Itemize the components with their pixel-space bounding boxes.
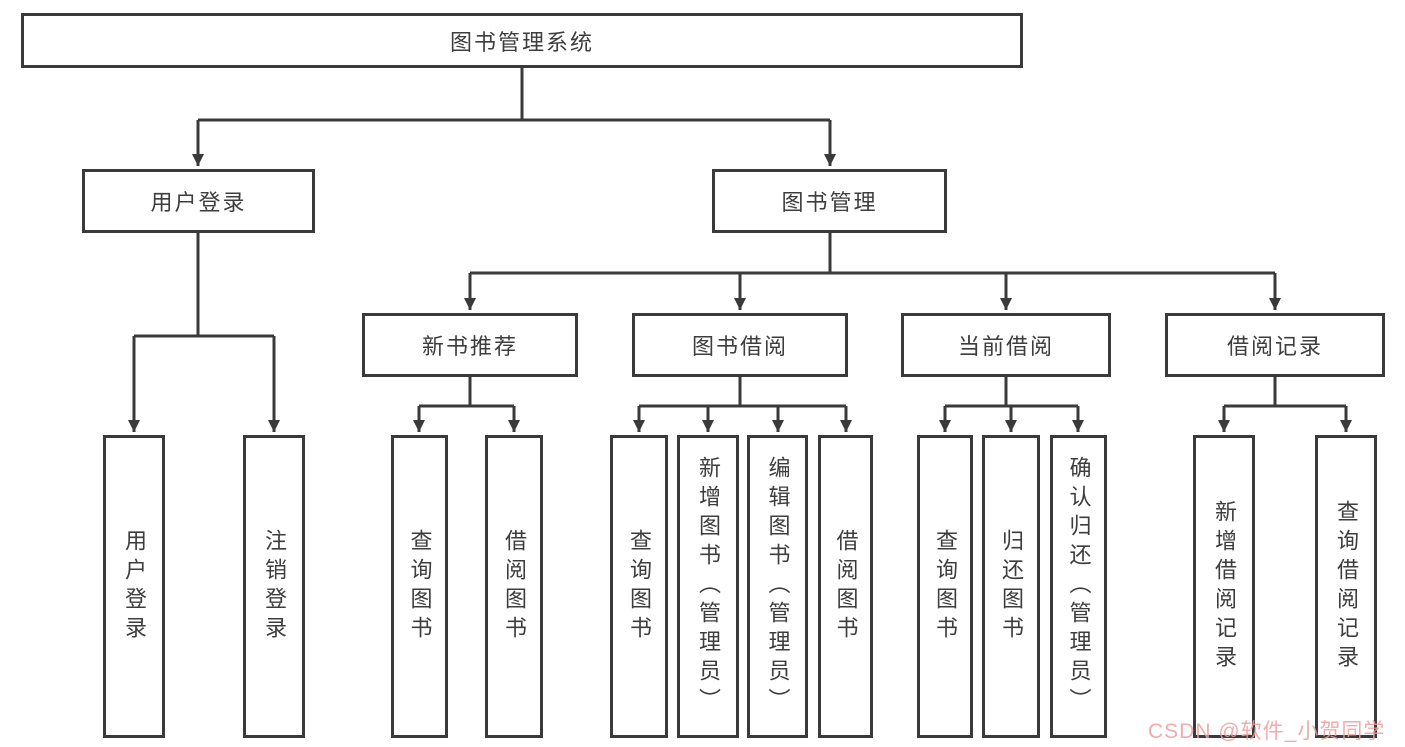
node-root-system: 图书管理系统 — [21, 13, 1023, 68]
leaf-borrow-query-books: 查询图书 — [610, 435, 668, 738]
connector-new-book — [413, 377, 520, 432]
csdn-watermark: CSDN @软件_小贺同学 — [1148, 720, 1386, 743]
leaf-borrow-edit-books-admin: 编辑图书（管理员） — [747, 435, 808, 738]
leaf-newbook-borrow-books: 借阅图书 — [485, 435, 543, 738]
leaf-current-query-books: 查询图书 — [917, 435, 973, 738]
leaf-user-login: 用户登录 — [103, 435, 165, 738]
node-book-management: 图书管理 — [712, 169, 947, 233]
leaf-borrow-borrow-books: 借阅图书 — [818, 435, 873, 738]
leaf-newbook-query-books: 查询图书 — [391, 435, 448, 738]
node-new-book-recommend: 新书推荐 — [362, 313, 578, 377]
leaf-records-add-record: 新增借阅记录 — [1193, 435, 1255, 738]
node-book-borrowing: 图书借阅 — [632, 313, 848, 377]
connector-current-borrow — [939, 377, 1084, 432]
leaf-records-query-record: 查询借阅记录 — [1315, 435, 1377, 738]
node-user-login: 用户登录 — [82, 169, 315, 233]
connector-mgmt-branch — [464, 233, 1281, 310]
node-borrow-records: 借阅记录 — [1165, 313, 1385, 377]
connector-book-borrow — [633, 377, 852, 432]
leaf-current-return-books: 归还图书 — [982, 435, 1040, 738]
leaf-logout: 注销登录 — [243, 435, 305, 738]
connector-root — [192, 68, 836, 166]
connector-user-branch — [128, 233, 280, 432]
node-current-borrowing: 当前借阅 — [901, 313, 1111, 377]
leaf-borrow-add-books-admin: 新增图书（管理员） — [677, 435, 739, 738]
leaf-current-confirm-return-admin: 确认归还（管理员） — [1050, 435, 1107, 738]
connector-borrow-records — [1218, 377, 1352, 432]
